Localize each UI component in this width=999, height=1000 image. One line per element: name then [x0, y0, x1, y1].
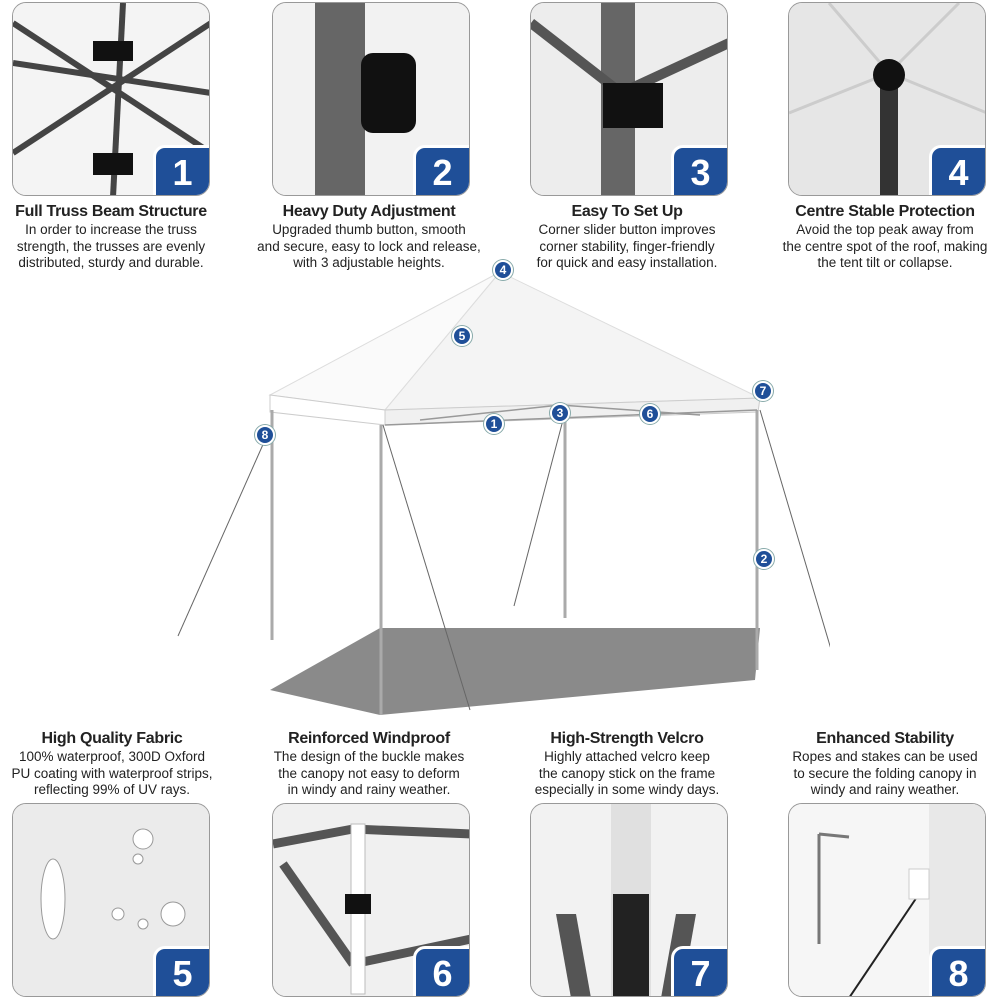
feature-image-truss: 1	[12, 2, 210, 196]
feature-title: High Quality Fabric	[41, 730, 183, 747]
feature-image-adjustment: 2	[272, 2, 470, 196]
feature-desc: the centre spot of the roof, making	[782, 238, 988, 254]
feature-caption: Full Truss Beam Structure In order to inc…	[0, 202, 236, 272]
feature-number-badge: 3	[671, 145, 727, 195]
truss-frame-icon	[13, 3, 209, 195]
feature-number-badge: 6	[413, 946, 469, 996]
feature-desc: Avoid the top peak away from	[796, 222, 974, 237]
feature-desc: for quick and easy installation.	[536, 255, 718, 270]
feature-desc: and secure, easy to lock and release,	[257, 238, 481, 254]
feature-image-stability: 8	[788, 803, 986, 997]
tent-shadow	[270, 628, 760, 715]
feature-number-badge: 2	[413, 145, 469, 195]
tent-marker: 5	[452, 326, 472, 346]
feature-number-badge: 1	[153, 145, 209, 195]
feature-desc: the tent tilt or collapse.	[817, 255, 953, 270]
feature-desc: PU coating with waterproof strips,	[11, 765, 213, 781]
feature-desc: Upgraded thumb button, smooth	[272, 222, 466, 237]
tent-marker: 7	[753, 381, 773, 401]
feature-image-velcro: 7	[530, 803, 728, 997]
tent-marker: 6	[640, 404, 660, 424]
feature-desc: 100% waterproof, 300D Oxford	[18, 749, 206, 764]
feature-title: Centre Stable Protection	[795, 203, 975, 220]
feature-number-badge: 4	[929, 145, 985, 195]
feature-title: Enhanced Stability	[816, 730, 954, 747]
tent-marker: 1	[484, 414, 504, 434]
feature-caption: High Quality Fabric 100% waterproof, 300D…	[0, 729, 237, 799]
feature-desc: In order to increase the truss	[25, 222, 197, 237]
feature-desc: Corner slider button improves	[538, 222, 716, 237]
feature-image-setup: 3	[530, 2, 728, 196]
feature-title: Reinforced Windproof	[288, 730, 450, 747]
feature-desc: Highly attached velcro keep	[544, 749, 710, 764]
feature-title: Heavy Duty Adjustment	[282, 203, 456, 220]
feature-desc: The design of the buckle makes	[273, 749, 465, 764]
feature-desc: to secure the folding canopy in	[793, 765, 977, 781]
feature-caption: Easy To Set Up Corner slider button impro…	[502, 202, 752, 272]
feature-desc: strength, the trusses are evenly	[16, 238, 206, 254]
feature-desc: in windy and rainy weather.	[287, 782, 451, 797]
centre-peak-icon	[789, 3, 985, 195]
feature-desc: Ropes and stakes can be used	[792, 749, 978, 764]
feature-desc: with 3 adjustable heights.	[293, 255, 445, 270]
feature-desc: distributed, sturdy and durable.	[18, 255, 204, 270]
tent-marker: 4	[493, 260, 513, 280]
feature-image-windproof: 6	[272, 803, 470, 997]
tent-marker: 8	[255, 425, 275, 445]
feature-desc: especially in some windy days.	[534, 782, 720, 797]
canopy-tent-illustration	[177, 271, 830, 715]
feature-title: Full Truss Beam Structure	[15, 203, 207, 220]
feature-desc: corner stability, finger-friendly	[539, 238, 715, 254]
corner-slider-icon	[531, 3, 727, 195]
feature-desc: the canopy not easy to deform	[278, 765, 460, 781]
feature-number-badge: 8	[929, 946, 985, 996]
feature-number-badge: 7	[671, 946, 727, 996]
feature-number-badge: 5	[153, 946, 209, 996]
feature-title: High-Strength Velcro	[550, 730, 704, 747]
feature-title: Easy To Set Up	[571, 203, 683, 220]
feature-desc: reflecting 99% of UV rays.	[33, 782, 191, 797]
feature-desc: windy and rainy weather.	[810, 782, 960, 797]
feature-desc: the canopy stick on the frame	[538, 765, 716, 781]
feature-image-centre: 4	[788, 2, 986, 196]
feature-image-fabric: 5	[12, 803, 210, 997]
tent-marker: 3	[550, 403, 570, 423]
tent-marker: 2	[754, 549, 774, 569]
